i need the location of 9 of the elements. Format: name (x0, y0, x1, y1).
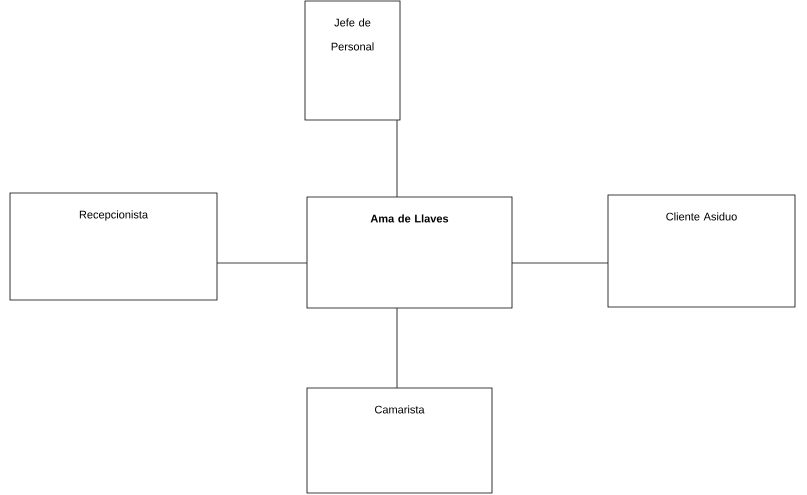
connector-line (217, 262, 307, 264)
org-box: Recepcionista (10, 192, 218, 300)
connector-line (396, 308, 398, 388)
connector-line (396, 120, 398, 197)
org-box: Cliente Asiduo (608, 194, 796, 308)
connector-line (512, 262, 608, 264)
org-box: Ama de Llaves (306, 196, 512, 308)
org-box: Jefe de Personal (304, 0, 400, 120)
org-box: Camarista (306, 388, 492, 494)
